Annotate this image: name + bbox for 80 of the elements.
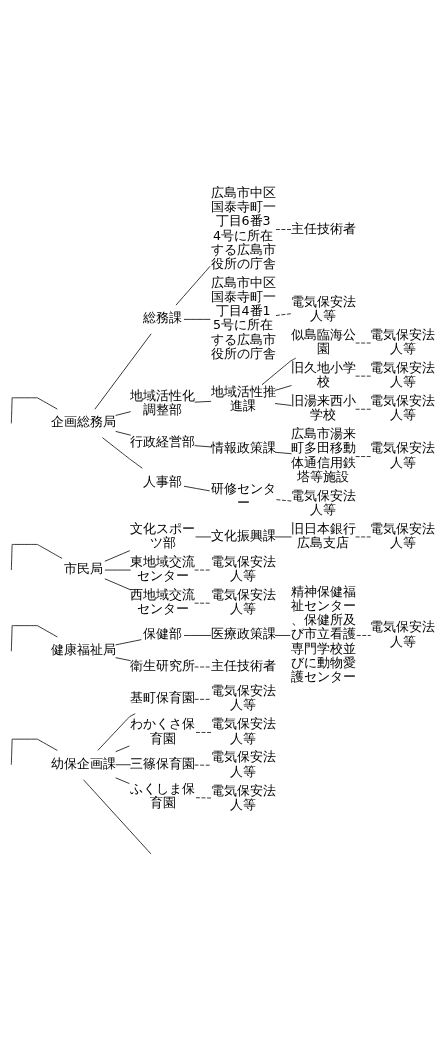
node-text: 電気保安法人等 — [370, 359, 436, 389]
node-text: 基町保育園 — [130, 689, 196, 705]
node-text: 電気保安法人等 — [210, 586, 276, 616]
node-text: 主任技術者 — [210, 657, 276, 673]
connector — [274, 384, 292, 391]
node-text: ふくしま保育園 — [130, 780, 196, 810]
node-text: 三篠保育園 — [130, 755, 196, 771]
node-text: 文化スポーツ部 — [130, 520, 196, 550]
connector — [102, 436, 143, 469]
node-text: 電気保安法人等 — [291, 487, 357, 517]
connector — [115, 638, 142, 645]
connector — [10, 738, 58, 765]
connector — [194, 698, 212, 700]
node-text: 電気保安法人等 — [210, 553, 276, 583]
node-text: 電気保安法人等 — [210, 782, 276, 812]
connector — [275, 228, 292, 230]
connector — [183, 634, 212, 636]
node-text: 電気保安法人等 — [291, 293, 357, 323]
connector — [183, 485, 211, 491]
node-text: 西地域交流センター — [130, 586, 196, 616]
node-text: 旧日本銀行広島支店 — [291, 520, 357, 550]
connector — [115, 776, 130, 784]
connector — [94, 332, 152, 410]
node-text: 行政経営部 — [130, 433, 196, 449]
node-text: 電気保安法人等 — [370, 520, 436, 550]
node-text: 保健部 — [143, 625, 183, 641]
node-text: 旧湯来西小学校 — [291, 392, 357, 422]
node-text: 文化振興課 — [210, 527, 276, 543]
connector — [83, 778, 152, 854]
connector — [115, 430, 132, 436]
node-text: 市民局 — [63, 560, 103, 576]
connector — [97, 712, 136, 751]
node-text: 医療政策課 — [210, 625, 276, 641]
connector — [115, 410, 132, 416]
connector — [261, 357, 297, 385]
node-text: 衛生研究所 — [130, 657, 196, 673]
node-text: 地域活性推進課 — [210, 383, 276, 413]
connector — [275, 312, 292, 316]
node-text: 幼保企画課 — [50, 755, 116, 771]
connector — [274, 634, 291, 636]
node-text: 電気保安法人等 — [210, 682, 276, 712]
connector — [355, 455, 372, 457]
connector — [274, 402, 292, 406]
node-text: 情報政策課 — [210, 439, 276, 455]
connector — [10, 543, 63, 570]
connector — [10, 396, 58, 424]
node-text: 広島市中区国泰寺町一丁目6番34号に所在する広島市役所の庁舎 — [210, 184, 276, 271]
node-text: 旧久地小学校 — [291, 359, 357, 389]
connector — [104, 577, 132, 590]
node-text: 健康福祉局 — [50, 641, 116, 657]
node-text: 地域活性化調整部 — [130, 387, 196, 417]
node-text: 主任技術者 — [291, 220, 357, 235]
connector — [175, 265, 211, 306]
connector — [194, 400, 212, 403]
node-text: 電気保安法人等 — [210, 715, 276, 746]
node-text: 電気保安法人等 — [370, 326, 436, 356]
node-text: わかくさ保育園 — [130, 715, 196, 746]
node-text: 企画総務局 — [50, 413, 116, 429]
connector — [356, 634, 371, 636]
connector — [115, 745, 130, 752]
connector — [115, 656, 132, 661]
node-text: 電気保安法人等 — [210, 748, 276, 779]
connector — [183, 318, 211, 320]
node-text: 広島市中区国泰寺町一丁目4番15号に所在する広島市役所の庁舎 — [210, 274, 276, 361]
node-text: 似島臨海公園 — [291, 326, 357, 356]
node-text: 東地域交流センター — [130, 553, 196, 583]
node-text: 精神保健福祉センター、保健所及び市立看護専門学校並びに動物愛護センター — [291, 583, 357, 684]
node-text: 人事部 — [143, 473, 183, 489]
connector — [194, 444, 212, 447]
connector — [274, 451, 292, 454]
node-text: 電気保安法人等 — [370, 439, 436, 470]
node-text: 広島市湯来町多田移動体通信用鉄塔等施設 — [291, 425, 357, 484]
node-text: 電気保安法人等 — [370, 618, 436, 649]
connector — [10, 624, 58, 652]
connector — [276, 498, 292, 501]
node-text: 電気保安法人等 — [370, 392, 436, 422]
connector — [104, 549, 131, 562]
node-text: 研修センター — [210, 480, 276, 510]
connector — [195, 731, 212, 733]
node-text: 総務課 — [143, 309, 183, 325]
